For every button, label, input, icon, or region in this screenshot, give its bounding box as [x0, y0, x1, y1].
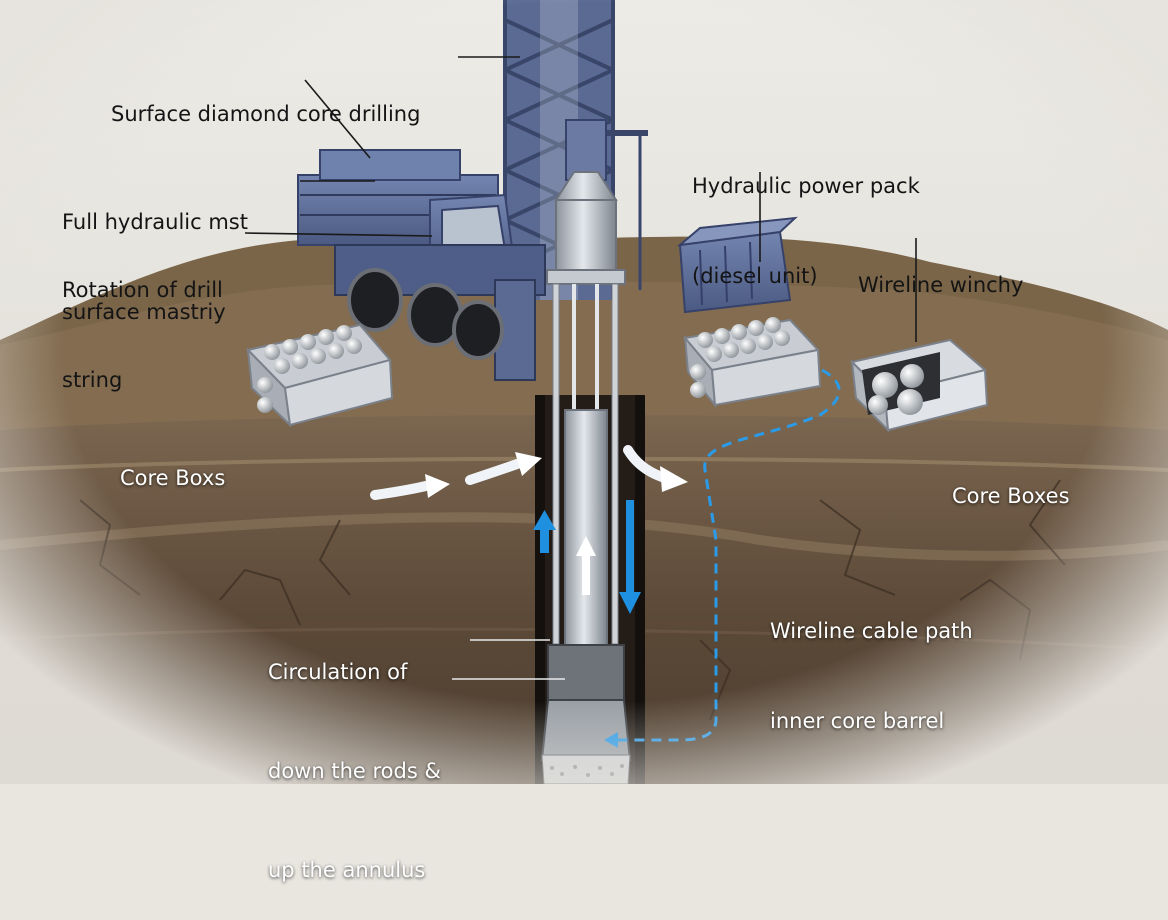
- label-hydraulic-mast: Full hydraulic mst surface mastriy: [62, 210, 248, 324]
- label-hydraulic-power-pack: Hydraulic power pack (diesel unit): [692, 174, 920, 288]
- label-core-boxes-left: Core Boxs: [120, 466, 226, 490]
- label-core-boxes-right: Core Boxes: [952, 484, 1070, 508]
- label-circulation: Circulation of down the rods & up the an…: [268, 660, 441, 882]
- label-rotation-of-drill-string: Rotation of drill string: [62, 278, 223, 392]
- label-wireline-cable-path: Wireline cable path inner core barrel: [770, 619, 973, 733]
- vignette: [0, 0, 1168, 784]
- core-drilling-diagram: [0, 0, 1168, 784]
- label-surface-diamond-core-drilling: Surface diamond core drilling: [111, 102, 421, 126]
- label-wireline-winch: Wireline winchy: [858, 273, 1024, 297]
